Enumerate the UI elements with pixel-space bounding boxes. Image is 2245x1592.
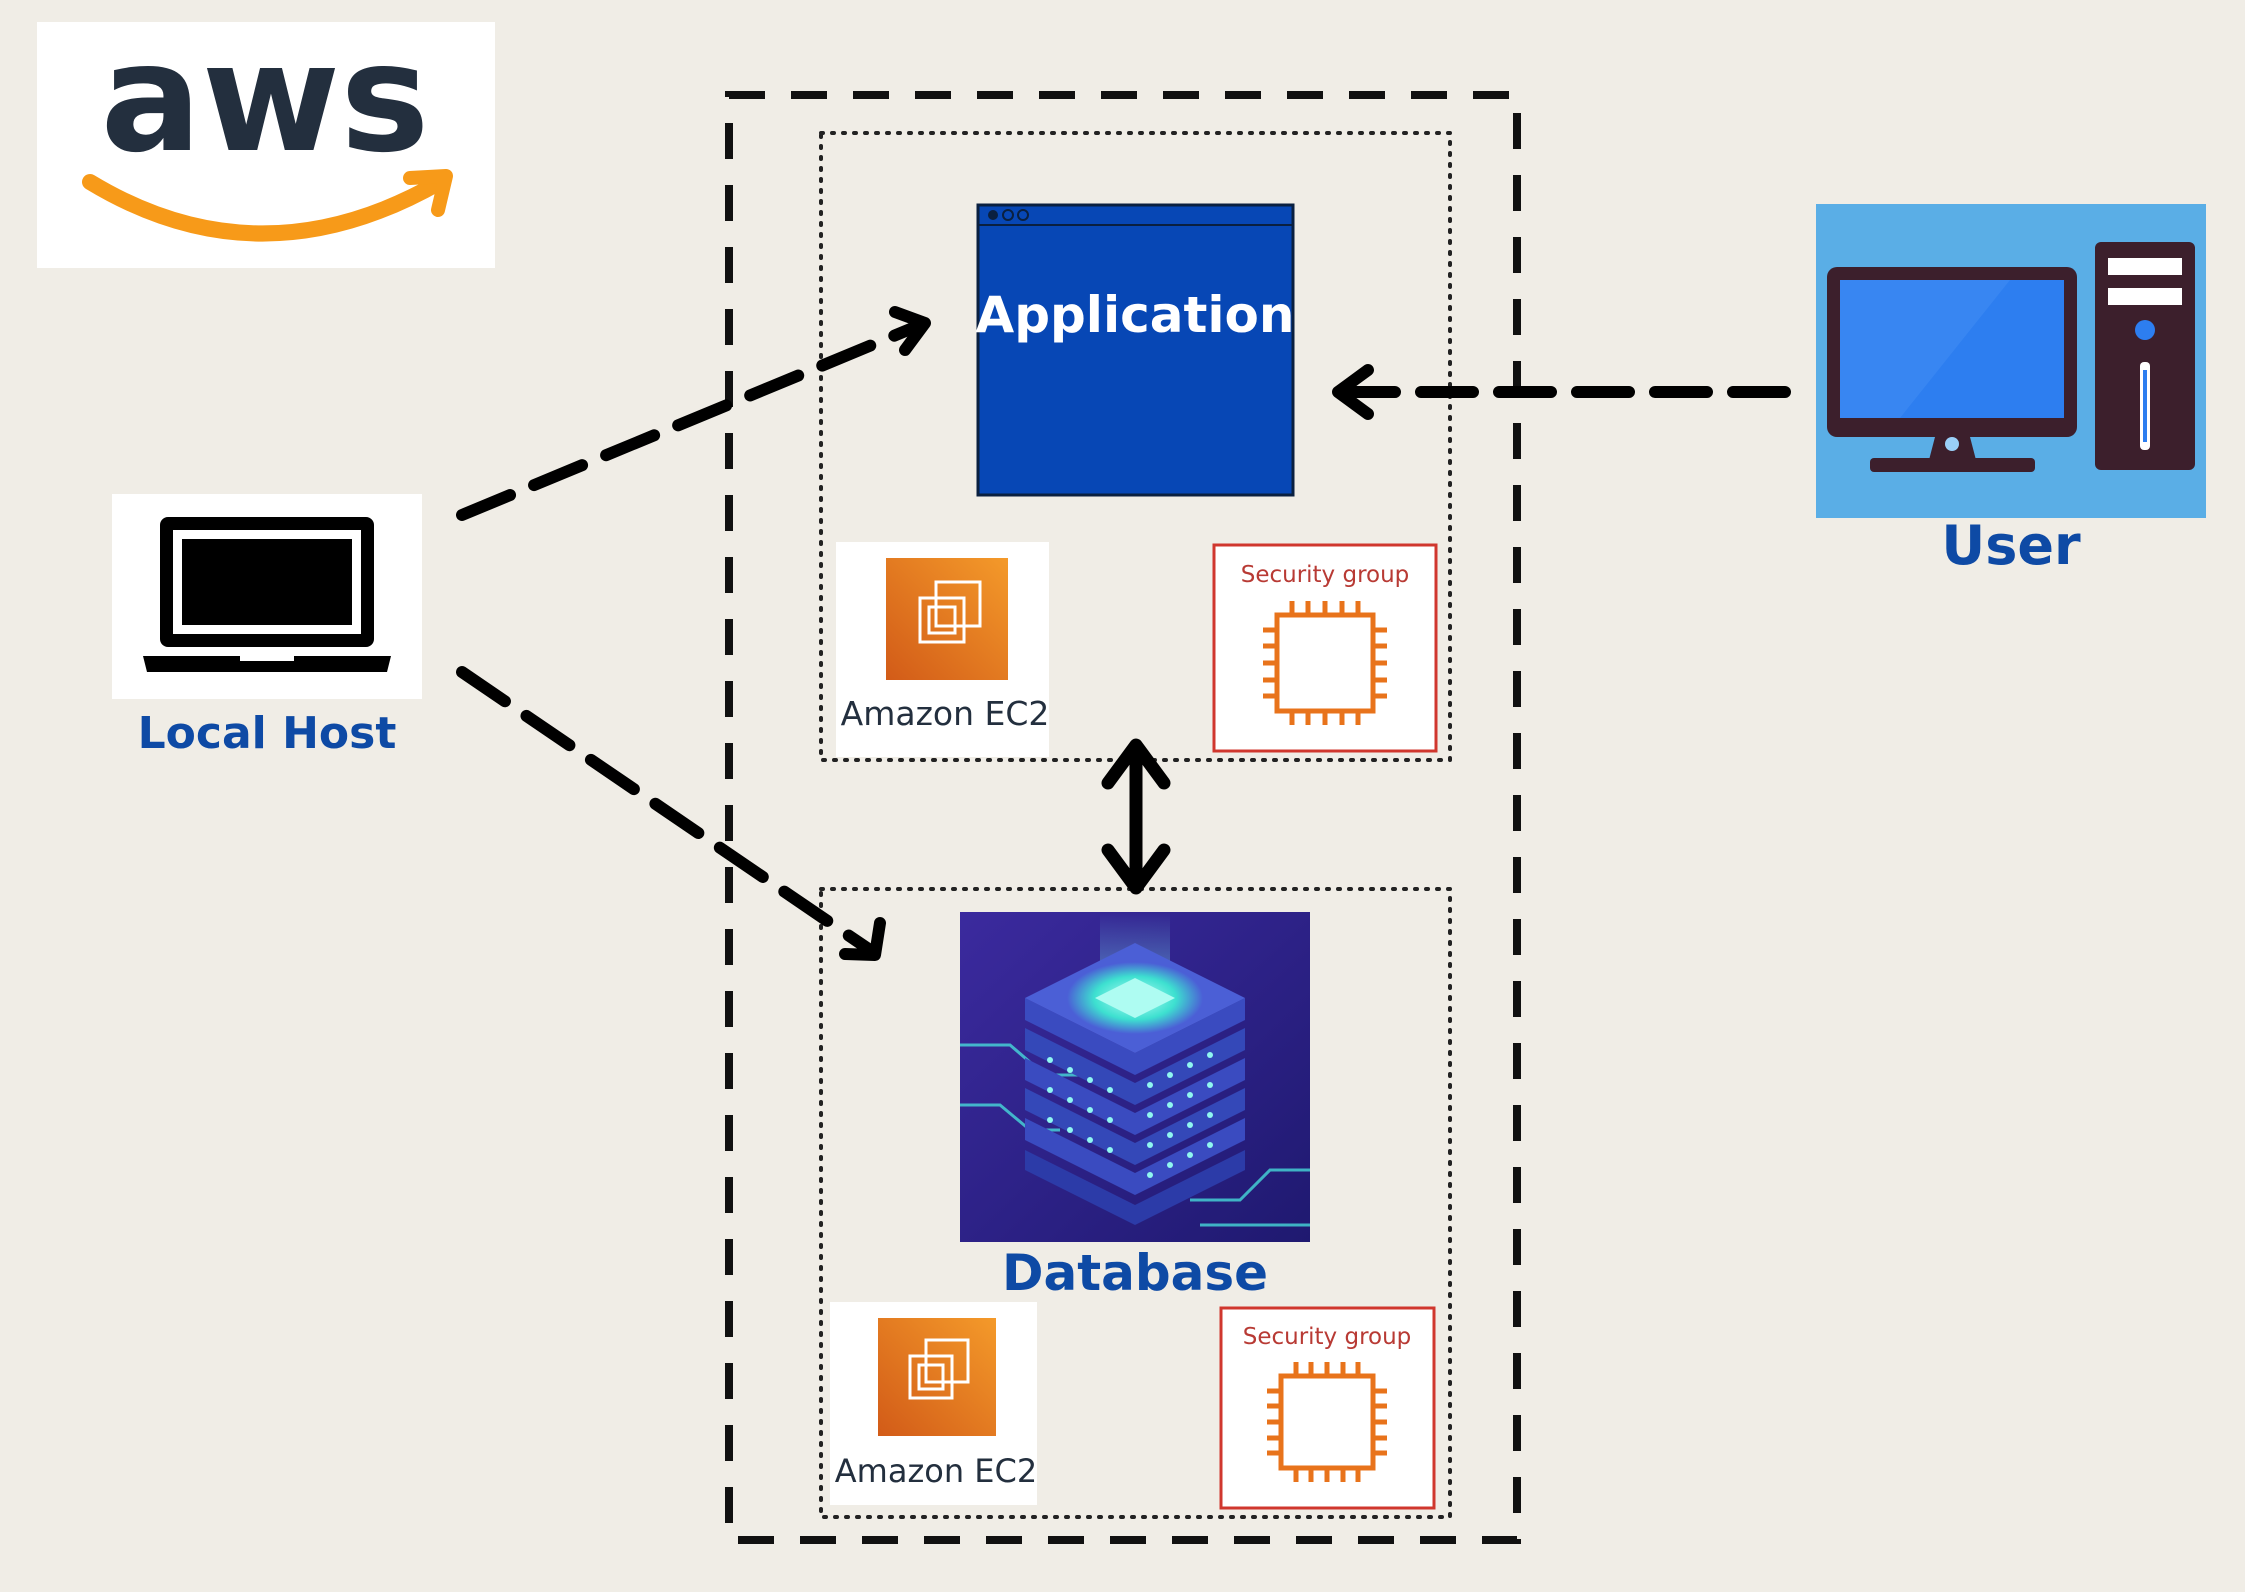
chip-icon xyxy=(1263,601,1387,725)
ec2-db-label: Amazon EC2 xyxy=(835,1452,1037,1490)
ec2-app-label: Amazon EC2 xyxy=(841,694,1050,733)
chip-icon xyxy=(1267,1362,1387,1482)
ec2-db-card: Amazon EC2 xyxy=(830,1302,1037,1505)
ec2-app-card: Amazon EC2 xyxy=(836,542,1049,757)
user-node: User xyxy=(1816,204,2206,577)
aws-logo-text: aws xyxy=(100,12,429,186)
laptop-icon xyxy=(143,517,391,672)
arrow-user-to-application xyxy=(1332,364,1791,420)
app-subnet-boundary xyxy=(819,131,1452,762)
server-stack xyxy=(1025,943,1245,1225)
ec2-chip-icon xyxy=(908,1338,970,1400)
arrow-localhost-to-database xyxy=(456,666,886,961)
security-group-app-card: Security group xyxy=(1212,543,1438,753)
local-host-label: Local Host xyxy=(138,708,397,759)
sg-db-label: Security group xyxy=(1243,1324,1412,1350)
application-label: Application xyxy=(976,286,1295,344)
application-window: Application xyxy=(976,203,1295,497)
db-subnet-boundary xyxy=(819,887,1452,1519)
desktop-computer-icon xyxy=(1827,242,2195,472)
sg-app-label: Security group xyxy=(1241,562,1410,588)
vpc-boundary xyxy=(725,91,1521,1544)
security-group-db-card: Security group xyxy=(1219,1306,1436,1510)
user-label: User xyxy=(1941,514,2081,577)
aws-logo: aws xyxy=(37,12,495,268)
arrow-application-database-bidirectional xyxy=(1101,738,1171,895)
local-host-node: Local Host xyxy=(112,494,422,759)
database-illustration xyxy=(960,912,1310,1242)
database-label: Database xyxy=(1002,1244,1268,1302)
ec2-chip-icon xyxy=(918,580,982,644)
arrow-localhost-to-application xyxy=(456,306,931,521)
